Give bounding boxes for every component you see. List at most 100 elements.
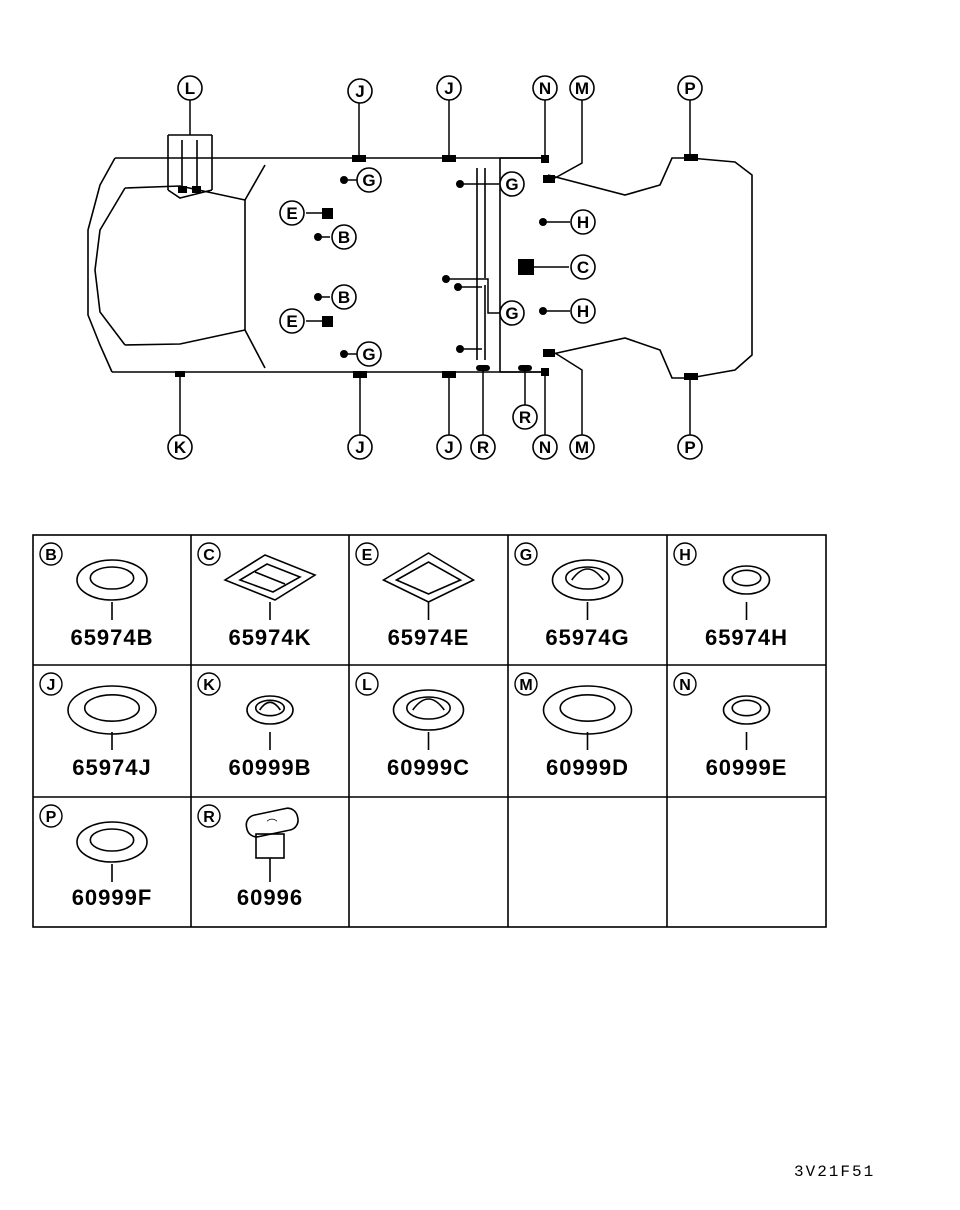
callout-b: B (331, 284, 357, 310)
part-number: 65974E (388, 625, 470, 650)
square-plug-icon (381, 552, 476, 620)
part-letter: H (679, 547, 691, 564)
callout-g: G (499, 171, 525, 197)
domed-plug-icon (392, 689, 465, 750)
small-grommet-icon (722, 695, 771, 750)
domed-grommet-icon (551, 559, 624, 620)
vehicle-floor-outline (87, 134, 753, 379)
callout-g: G (356, 341, 382, 367)
round-plug-icon (76, 821, 148, 882)
part-letter: B (45, 547, 57, 564)
callout-j: J (347, 78, 373, 104)
callout-n: N (532, 75, 558, 101)
callout-p: P (677, 434, 703, 460)
large-grommet-icon (67, 685, 157, 750)
part-letter: N (679, 677, 691, 694)
callout-letter: C (577, 258, 589, 277)
large-round-plug-icon (542, 685, 633, 750)
part-number: 65974B (70, 625, 153, 650)
callout-letter: N (539, 438, 551, 457)
callout-letter: R (519, 408, 531, 427)
callout-letter: N (539, 79, 551, 98)
callout-n: N (532, 434, 558, 460)
part-letter: G (520, 547, 532, 564)
callout-letter: K (174, 438, 187, 457)
part-number: 60999F (72, 885, 153, 910)
leader-lines (179, 100, 691, 435)
part-cell-c: C 65974K (197, 542, 317, 650)
callout-j: J (436, 434, 462, 460)
part-cell-b: B 65974B (39, 542, 153, 650)
part-cell-l: L 60999C (355, 672, 470, 780)
callout-r: R (470, 434, 496, 460)
part-cell-e: E 65974E (355, 542, 476, 650)
callout-letter: G (362, 171, 375, 190)
clip-plug-icon: ⌒ (245, 807, 299, 882)
callout-b: B (331, 224, 357, 250)
callout-letter: L (185, 79, 195, 98)
callout-letter: J (444, 79, 453, 98)
callout-letter: E (286, 312, 297, 331)
callout-letter: J (444, 438, 453, 457)
callout-c: C (570, 254, 596, 280)
plug-markers (175, 154, 698, 380)
part-cell-m: M 60999D (514, 672, 633, 780)
callout-letter: E (286, 204, 297, 223)
part-number: 60999B (228, 755, 311, 780)
part-number: 60996 (237, 885, 303, 910)
callout-letter: B (338, 228, 350, 247)
svg-text:⌒: ⌒ (267, 818, 278, 831)
part-number: 65974K (228, 625, 311, 650)
part-letter: P (46, 809, 57, 826)
part-letter: M (519, 677, 532, 694)
part-cell-n: N 60999E (673, 672, 788, 780)
part-number: 60999C (387, 755, 470, 780)
callout-letter: M (575, 79, 589, 98)
small-domed-plug-icon (246, 695, 294, 750)
rectangular-plug-icon (223, 554, 317, 620)
part-letter: R (203, 809, 215, 826)
callout-h: H (570, 298, 596, 324)
callout-m: M (569, 75, 595, 101)
part-number: 65974J (72, 755, 151, 780)
round-grommet-icon (76, 559, 148, 620)
callout-j: J (436, 75, 462, 101)
callout-letter: R (477, 438, 489, 457)
callout-letter: G (362, 345, 375, 364)
small-grommet-icon (722, 565, 771, 620)
callout-letter: B (338, 288, 350, 307)
callout-p: P (677, 75, 703, 101)
callout-h: H (570, 209, 596, 235)
part-letter: E (362, 547, 373, 564)
callout-g: G (499, 300, 525, 326)
callout-letter: J (355, 82, 364, 101)
part-cell-j: J 65974J (39, 672, 157, 780)
callout-letter: H (577, 213, 589, 232)
part-letter: K (203, 677, 215, 694)
callout-letter: J (355, 438, 364, 457)
part-number: 60999D (546, 755, 629, 780)
part-cell-k: K 60999B (197, 672, 311, 780)
part-cell-r: R ⌒ 60996 (197, 804, 303, 910)
callout-g: G (356, 167, 382, 193)
part-letter: J (47, 677, 56, 694)
callout-r: R (512, 404, 538, 430)
callout-letter: M (575, 438, 589, 457)
callout-j: J (347, 434, 373, 460)
part-letter: L (362, 677, 372, 694)
part-number: 60999E (706, 755, 788, 780)
callout-l: L (177, 75, 203, 101)
callout-letter: H (577, 302, 589, 321)
callout-e: E (279, 200, 305, 226)
part-letter: C (203, 547, 215, 564)
callout-letter: P (684, 79, 695, 98)
callout-letter: G (505, 304, 518, 323)
part-cell-p: P 60999F (39, 804, 153, 910)
callout-e: E (279, 308, 305, 334)
callout-m: M (569, 434, 595, 460)
